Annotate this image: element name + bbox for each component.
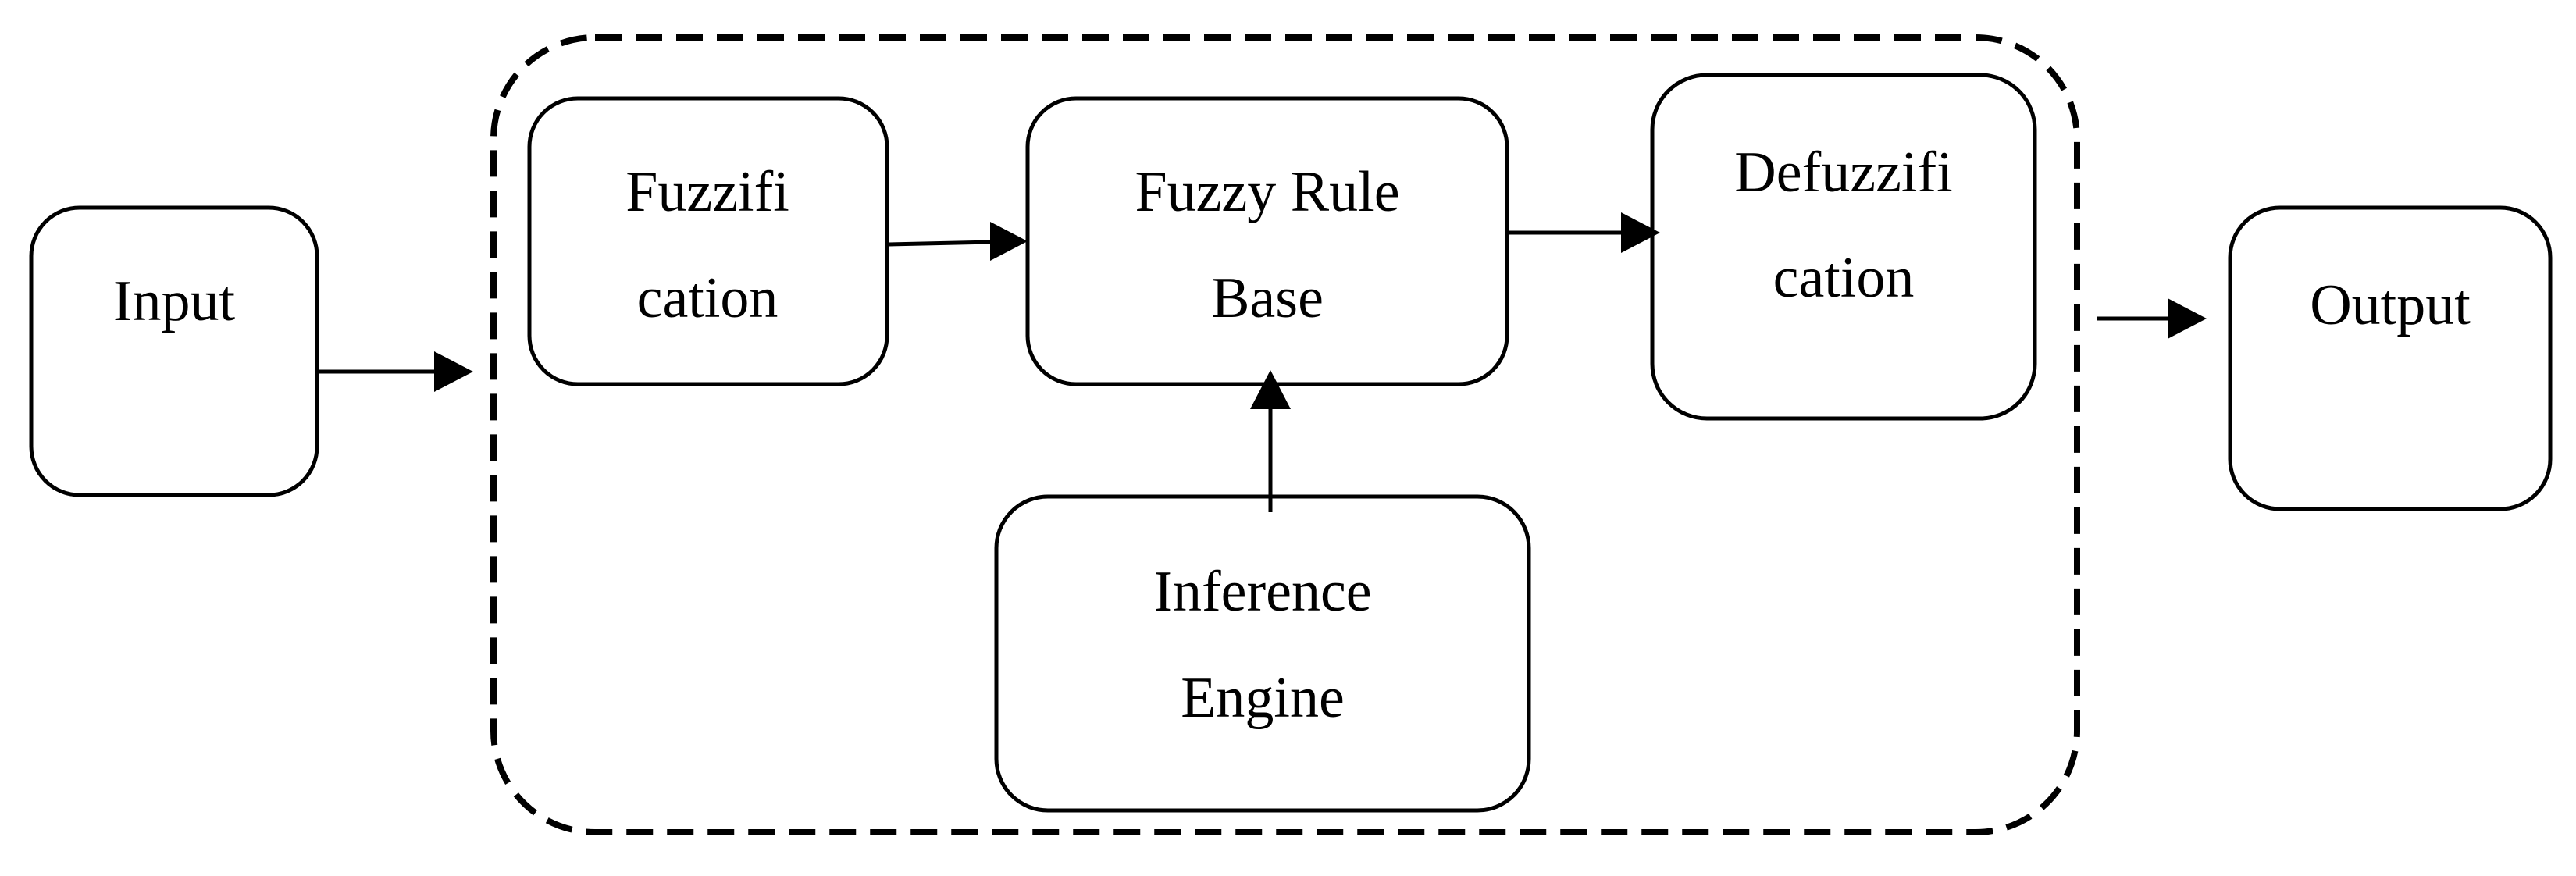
- fuzzy-system-boundary: [490, 34, 2080, 835]
- rule-base-node: Fuzzy Rule Base: [1025, 96, 1509, 386]
- arrow-fuzzification-to-rule-base: [888, 222, 1028, 261]
- rule-base-label-line2: Base: [1211, 266, 1324, 330]
- output-node: Output: [2228, 205, 2553, 511]
- fuzzification-node: Fuzzifi cation: [527, 96, 889, 386]
- rule-base-label-line1: Fuzzy Rule: [1135, 160, 1399, 224]
- arrow-inference-to-rule-base: [1250, 370, 1291, 512]
- fuzzification-label-line1: Fuzzifi: [625, 160, 789, 224]
- arrow-system-to-output: [2097, 298, 2207, 339]
- input-node: Input: [29, 205, 319, 497]
- defuzzification-box: [1650, 73, 2037, 421]
- defuzzification-node: Defuzzifi cation: [1650, 73, 2037, 421]
- arrow-rule-base-to-defuzzification: [1509, 212, 1660, 253]
- inference-engine-label-line1: Inference: [1153, 560, 1371, 624]
- input-box: [29, 205, 319, 497]
- rule-base-box: [1025, 96, 1509, 386]
- fuzzification-box: [527, 96, 889, 386]
- output-label: Output: [2310, 273, 2471, 337]
- defuzzification-label-line2: cation: [1773, 246, 1915, 310]
- inference-engine-box: [994, 494, 1531, 813]
- output-box: [2228, 205, 2553, 511]
- arrow-input-to-system: [319, 351, 473, 392]
- fuzzification-label-line2: cation: [637, 266, 779, 330]
- inference-engine-label-line2: Engine: [1181, 666, 1345, 730]
- inference-engine-node: Inference Engine: [994, 494, 1531, 813]
- input-label: Input: [113, 269, 236, 333]
- defuzzification-label-line1: Defuzzifi: [1734, 141, 1952, 205]
